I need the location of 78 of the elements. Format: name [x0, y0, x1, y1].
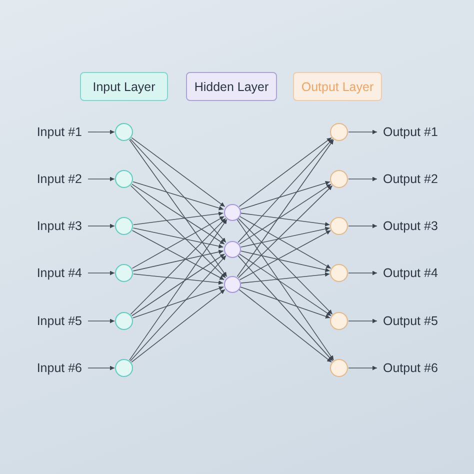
- neuron-circle: [330, 123, 348, 141]
- arrow: [132, 181, 224, 210]
- node-label: Input #4: [36, 266, 82, 280]
- node-label: Input #5: [36, 314, 82, 328]
- arrow: [133, 274, 224, 285]
- neuron-circle: [224, 240, 240, 258]
- arrow: [236, 219, 334, 361]
- arrow: [133, 212, 224, 226]
- arrow: [239, 184, 332, 244]
- arrow: [240, 272, 330, 284]
- node-label: Output #4: [383, 266, 438, 280]
- node-label: Output #3: [383, 219, 438, 233]
- arrow: [132, 216, 225, 269]
- arrow: [131, 137, 226, 208]
- neuron-circle: [115, 123, 133, 141]
- arrow: [129, 219, 228, 361]
- arrow: [238, 289, 332, 363]
- arrow: [240, 250, 330, 272]
- neuron-circle: [330, 359, 348, 377]
- node-label: Output #2: [383, 172, 438, 186]
- arrow: [132, 228, 224, 248]
- neuron-circle: [115, 217, 133, 235]
- neuron-circle: [224, 204, 240, 220]
- arrow: [88, 224, 115, 228]
- arrow: [348, 318, 378, 324]
- arrow: [129, 139, 228, 278]
- arrow: [348, 366, 378, 370]
- arrow: [238, 137, 332, 208]
- arrow: [130, 255, 226, 362]
- arrow: [88, 270, 115, 276]
- arrow: [132, 230, 224, 280]
- arrow: [348, 130, 378, 134]
- neuron-circle: [330, 217, 348, 235]
- layer-label-box: Input Layer: [80, 72, 168, 101]
- arrow: [132, 254, 225, 316]
- arrow: [240, 212, 330, 226]
- node-label: Output #1: [383, 125, 438, 139]
- arrow: [130, 218, 226, 315]
- neuron-circle: [224, 276, 240, 292]
- arrow: [238, 218, 333, 315]
- layer-label-box: Hidden Layer: [186, 72, 277, 101]
- arrow: [238, 255, 334, 362]
- neuron-circle: [330, 170, 348, 188]
- neuron-circle: [330, 264, 348, 282]
- node-label: Input #3: [36, 219, 82, 233]
- neuron-circle: [115, 312, 133, 330]
- arrow: [240, 286, 330, 319]
- neuron-circle: [115, 359, 133, 377]
- node-label: Output #6: [383, 361, 438, 375]
- arrow: [239, 254, 332, 316]
- node-label: Input #1: [36, 125, 82, 139]
- node-label: Output #5: [383, 314, 438, 328]
- arrow: [132, 286, 224, 318]
- layer-label-box: Output Layer: [293, 72, 382, 101]
- arrow: [238, 138, 333, 243]
- neuron-circle: [115, 170, 133, 188]
- arrow: [348, 176, 378, 182]
- arrow: [348, 224, 378, 228]
- node-label: Input #2: [36, 172, 82, 186]
- arrow: [132, 250, 224, 272]
- arrow: [236, 139, 334, 278]
- node-label: Input #6: [36, 361, 82, 375]
- arrow: [130, 185, 226, 278]
- arrow: [240, 180, 330, 210]
- arrow: [88, 176, 115, 182]
- neuron-circle: [330, 312, 348, 330]
- neuron-circle: [115, 264, 133, 282]
- arrow: [239, 216, 332, 269]
- arrow: [88, 130, 115, 134]
- arrow: [348, 270, 378, 276]
- arrow: [132, 184, 225, 244]
- arrow: [130, 138, 226, 243]
- arrow: [131, 289, 226, 363]
- arrow: [238, 185, 333, 278]
- arrow: [240, 226, 330, 248]
- arrow: [240, 230, 332, 280]
- arrow: [88, 318, 115, 324]
- arrow: [88, 366, 115, 370]
